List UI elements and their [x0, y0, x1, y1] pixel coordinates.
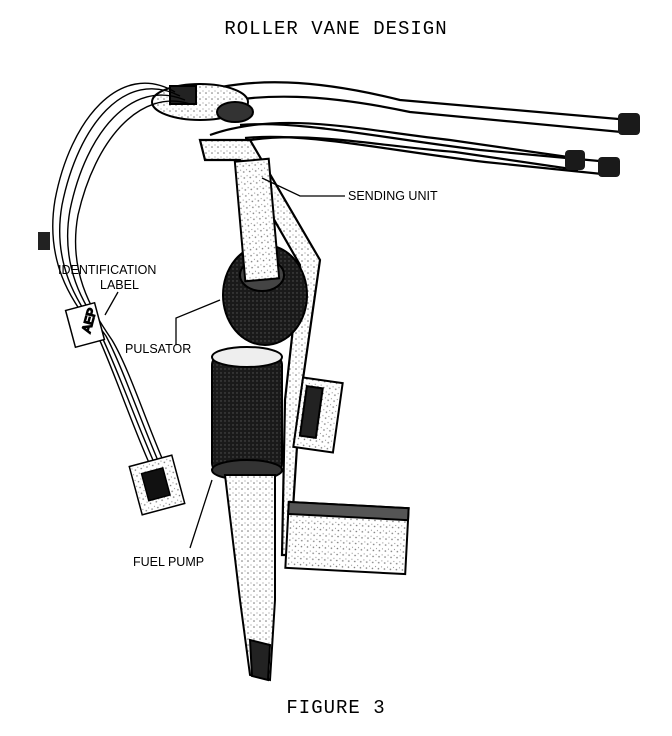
diagram-title: ROLLER VANE DESIGN	[224, 18, 448, 40]
identification-label-line2: LABEL	[100, 278, 139, 292]
fuel-pump-label: FUEL PUMP	[133, 555, 204, 569]
sending-unit-label: SENDING UNIT	[348, 189, 438, 203]
pulsator	[222, 157, 308, 346]
electrical-connector	[128, 454, 186, 516]
fuel-lines	[189, 81, 633, 177]
leader-lines	[104, 177, 345, 549]
fuel-pump-leader	[189, 479, 213, 549]
identification-tag: AEP	[64, 301, 106, 349]
wire-clip	[38, 232, 50, 250]
float	[284, 500, 410, 576]
identification-label-line1: IDENTIFICATION	[58, 263, 156, 277]
pulsator-label: PULSATOR	[125, 342, 191, 356]
pulsator-leader	[175, 299, 221, 345]
sending-unit-head	[151, 83, 254, 123]
fuel-pump-body	[211, 346, 283, 481]
figure-caption: FIGURE 3	[286, 697, 386, 719]
support-bracket	[198, 138, 322, 557]
fuel-line-fittings	[565, 113, 640, 177]
sending-unit-leader	[261, 177, 345, 197]
wire-harness	[52, 82, 191, 473]
fuel-pump-strainer	[223, 474, 276, 682]
sending-unit-resistor	[292, 376, 344, 454]
identification-label-leader	[104, 291, 119, 316]
